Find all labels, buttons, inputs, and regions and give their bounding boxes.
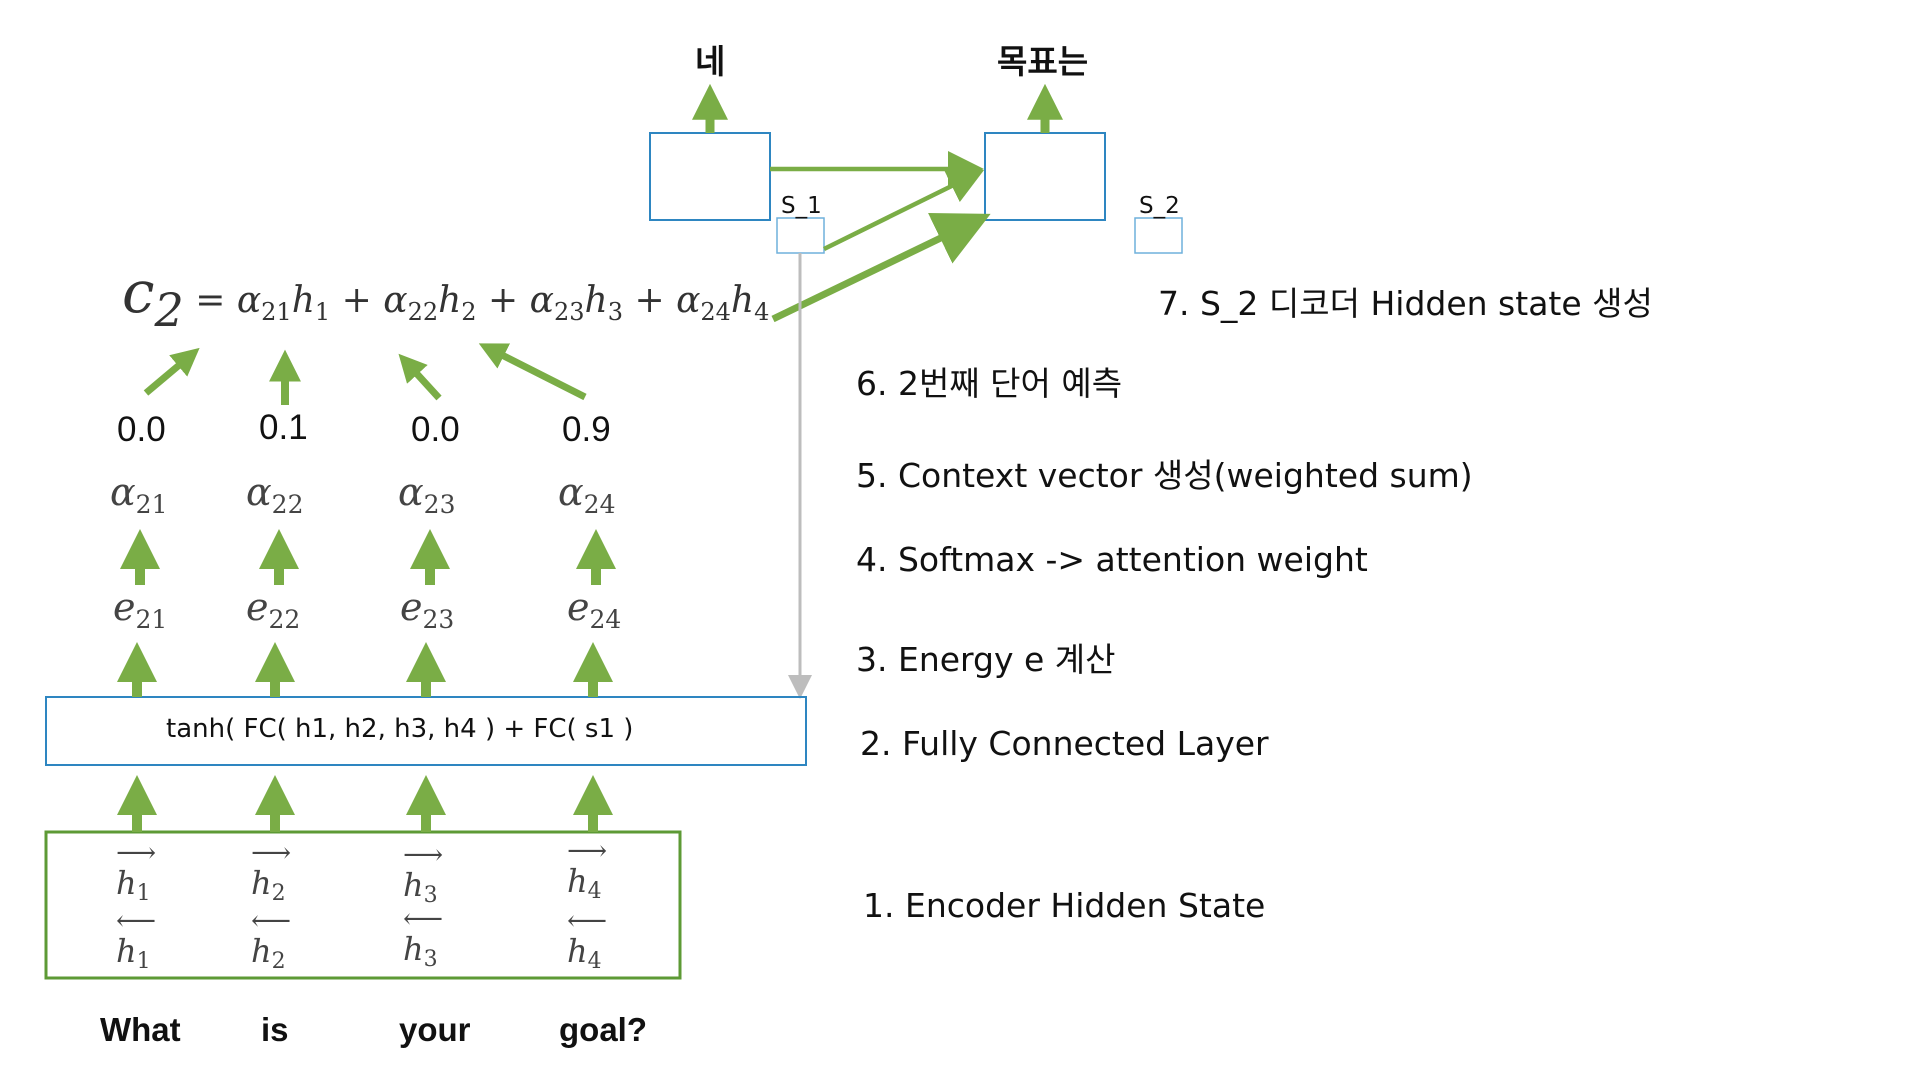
input-word-1: What bbox=[100, 1011, 181, 1048]
forward-hidden-state-2: ⟶h2 bbox=[251, 836, 292, 907]
formula-term-1: α21h1 bbox=[236, 280, 331, 326]
decoder-state-box-s1 bbox=[776, 217, 825, 254]
attention-weight-3: 0.0 bbox=[411, 410, 460, 449]
energy-22: e22 bbox=[246, 585, 301, 634]
encoder-box bbox=[44, 830, 682, 980]
input-word-3: your bbox=[399, 1011, 471, 1048]
weight-to-context-arrow-4 bbox=[478, 343, 587, 401]
alpha-22: α22 bbox=[246, 470, 304, 519]
output-word-2: 목표는 bbox=[997, 42, 1089, 81]
attention-weight-1: 0.0 bbox=[117, 410, 166, 449]
backward-hidden-state-2: ⟵h2 bbox=[251, 904, 292, 975]
step-5: 5. Context vector 생성(weighted sum) bbox=[856, 456, 1473, 495]
backward-hidden-state-4: ⟵h4 bbox=[567, 904, 608, 975]
forward-hidden-state-1: ⟶h1 bbox=[116, 836, 157, 907]
alpha-24: α24 bbox=[558, 470, 616, 519]
energy-24: e24 bbox=[567, 585, 622, 634]
input-word-2: is bbox=[261, 1011, 289, 1048]
weight-to-context-arrow-1 bbox=[143, 347, 200, 396]
step-7: 7. S_2 디코더 Hidden state 생성 bbox=[1158, 284, 1653, 323]
input-word-4: goal? bbox=[559, 1011, 647, 1048]
energy-23: e23 bbox=[400, 585, 455, 634]
attention-weight-2: 0.1 bbox=[259, 408, 308, 447]
decoder-state-label-s1: S_1 bbox=[781, 193, 822, 219]
step-3: 3. Energy e 계산 bbox=[856, 640, 1116, 679]
forward-hidden-state-3: ⟶h3 bbox=[403, 838, 444, 909]
step-2: 2. Fully Connected Layer bbox=[860, 724, 1269, 763]
energy-21: e21 bbox=[113, 585, 168, 634]
step-6: 6. 2번째 단어 예측 bbox=[856, 364, 1123, 403]
backward-hidden-state-1: ⟵h1 bbox=[116, 904, 157, 975]
s1-to-decoder-arrow bbox=[823, 169, 985, 252]
formula-term-2: α22h2 bbox=[383, 280, 477, 326]
step-4: 4. Softmax -> attention weight bbox=[856, 540, 1368, 579]
weight-to-context-arrow-3 bbox=[398, 353, 442, 401]
step-1: 1. Encoder Hidden State bbox=[863, 886, 1266, 925]
context-vector-formula: c2 = α21h1 + α22h2 + α23h3 + α24h4 bbox=[122, 258, 770, 337]
decoder-box-1 bbox=[649, 132, 771, 221]
alpha-21: α21 bbox=[110, 470, 168, 519]
output-word-1: 네 bbox=[695, 42, 726, 81]
alpha-23: α23 bbox=[398, 470, 456, 519]
decoder-state-box-s2 bbox=[1134, 217, 1183, 254]
context-to-decoder-arrow bbox=[771, 213, 991, 323]
forward-hidden-state-4: ⟶h4 bbox=[567, 834, 608, 905]
attention-weight-4: 0.9 bbox=[562, 410, 611, 449]
formula-lhs: c2 bbox=[122, 258, 184, 337]
decoder-box-2 bbox=[984, 132, 1106, 221]
backward-hidden-state-3: ⟵h3 bbox=[403, 902, 444, 973]
fc-layer-label: tanh( FC( h1, h2, h3, h4 ) + FC( s1 ) bbox=[166, 714, 634, 744]
formula-term-3: α23h3 bbox=[529, 280, 623, 326]
decoder-state-label-s2: S_2 bbox=[1139, 193, 1180, 219]
formula-term-4: α24h4 bbox=[676, 280, 770, 326]
